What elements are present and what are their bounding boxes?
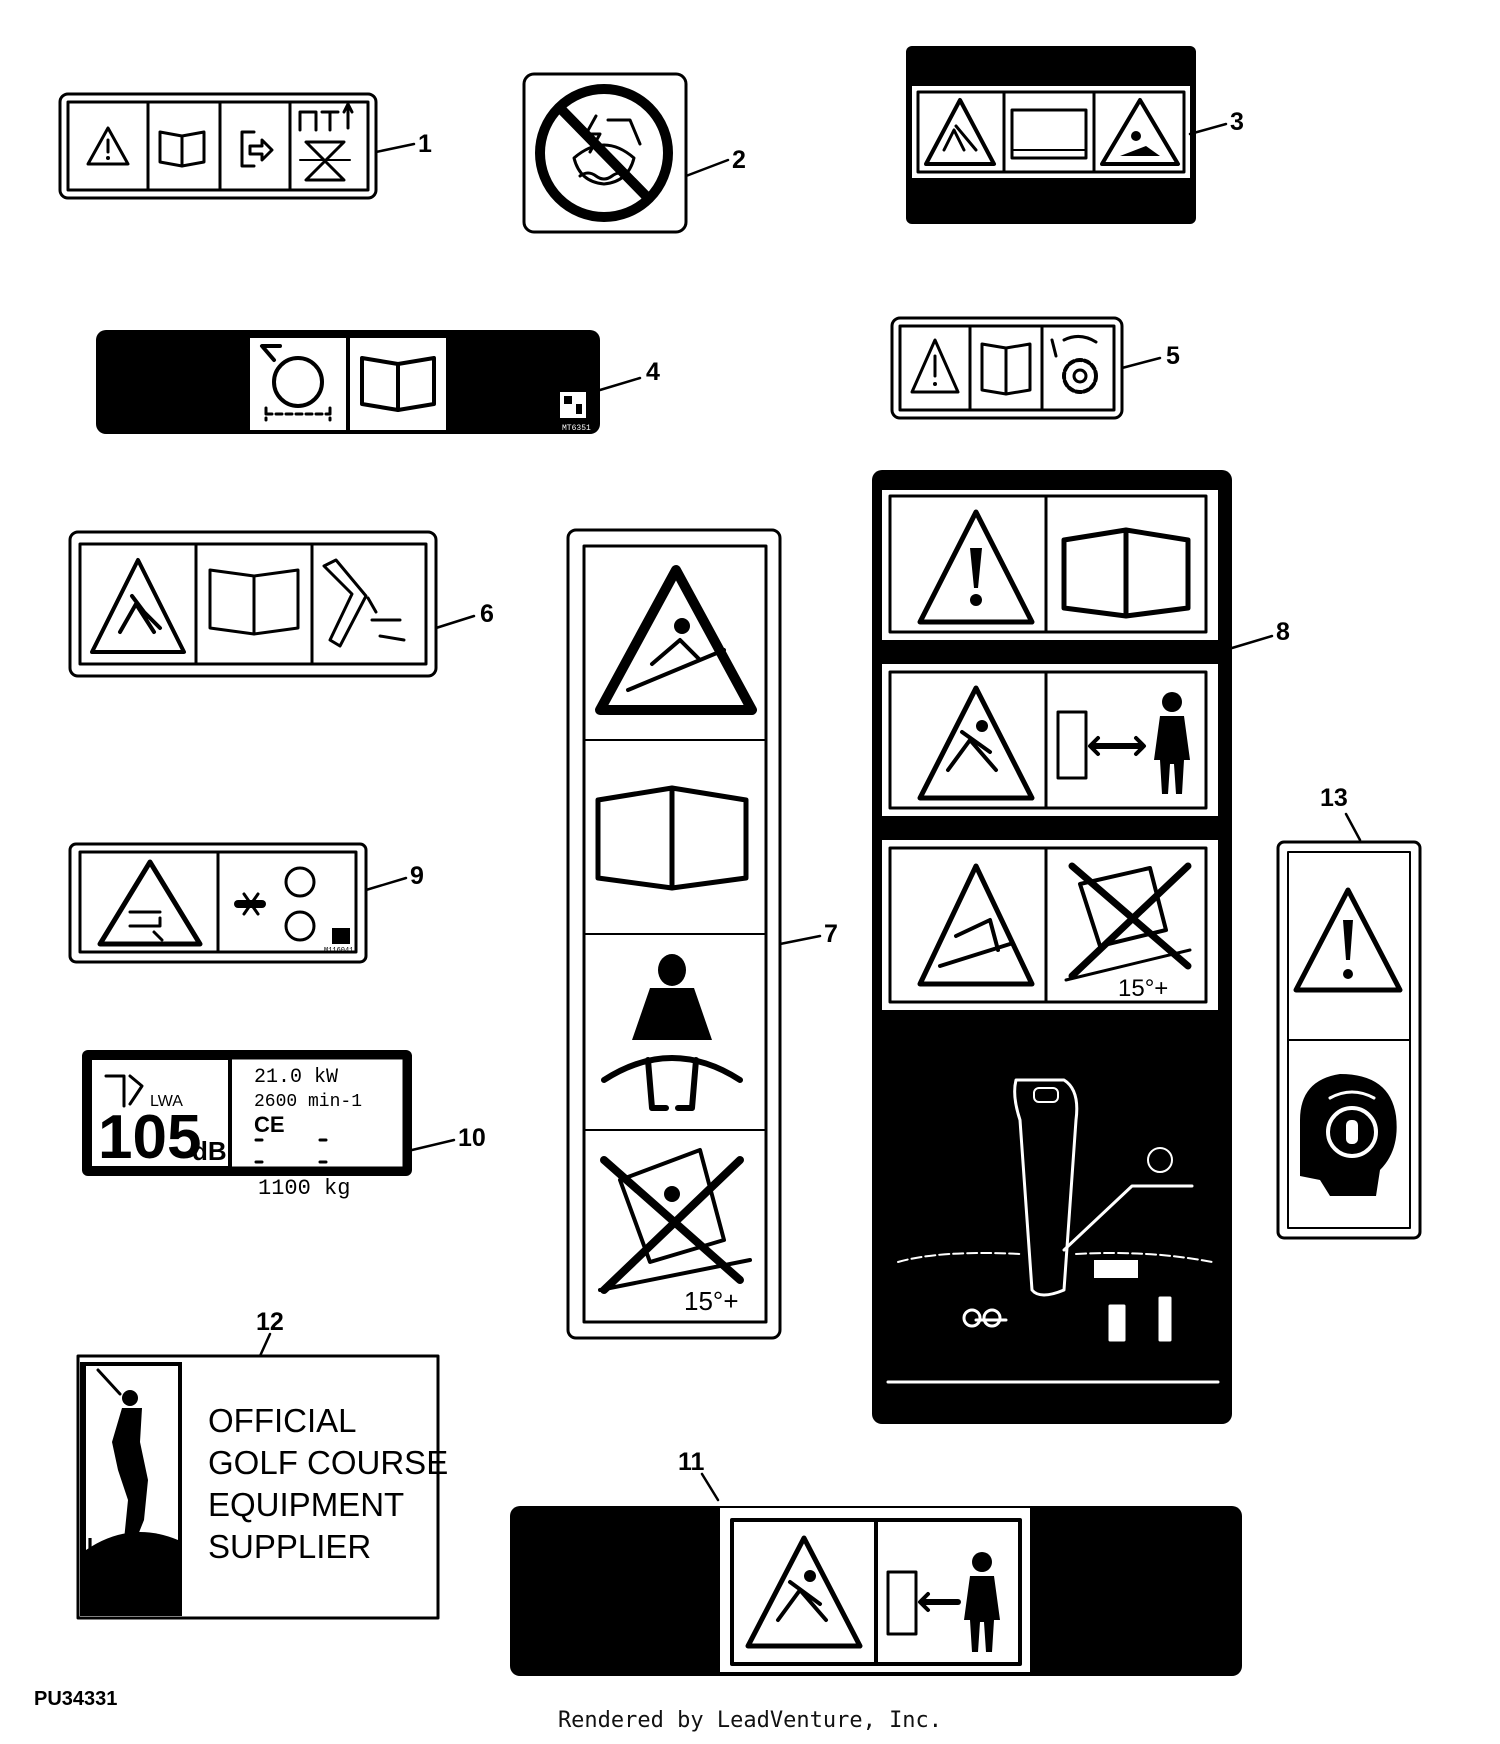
decal-4: MT6351 (96, 330, 642, 434)
decal-12: ladies european tour OFFICIAL GOLF COURS… (76, 1332, 448, 1621)
engine-speed: 2600 min-1 (254, 1092, 362, 1112)
callout-6: 6 (480, 600, 494, 628)
decal-2 (522, 72, 730, 234)
machine-mass: 1100 kg (258, 1176, 350, 1201)
decal-1 (58, 92, 416, 200)
keep-distance-icon (1056, 692, 1190, 794)
keep-distance-icon (886, 1552, 1000, 1652)
rollover-icon: 15°+ (1064, 862, 1192, 1002)
db-value: 105 (98, 1103, 201, 1172)
slope-label-7: 15°+ (684, 1286, 739, 1316)
supplier-line-2: GOLF COURSE (208, 1444, 448, 1481)
pinch-icon (234, 866, 316, 942)
part-number: PU34331 (34, 1688, 118, 1710)
exit-icon (240, 130, 274, 168)
callout-4: 4 (646, 358, 660, 386)
power-rating: 21.0 kW (254, 1066, 338, 1089)
golfer-logo-icon (86, 1368, 178, 1562)
decal-9: M116041 (68, 842, 408, 964)
logo-ladies: ladies (86, 1531, 180, 1572)
operator-manual-icon (595, 785, 749, 891)
operator-manual-icon (360, 356, 436, 412)
db-unit: dB (192, 1136, 227, 1166)
callout-13: 13 (1320, 784, 1348, 812)
rollover-icon (595, 565, 757, 715)
crush-icon (745, 1535, 863, 1649)
logo-tour: tour (86, 1579, 152, 1621)
slope-label-8: 15°+ (1118, 975, 1168, 1002)
supplier-line-4: SUPPLIER (208, 1528, 371, 1565)
footer-credit: Rendered by LeadVenture, Inc. (557, 1708, 943, 1733)
warning-triangle-icon (910, 338, 960, 394)
warning-triangle-icon (1293, 887, 1403, 993)
callout-12: 12 (256, 1308, 284, 1336)
hydraulic-icon (298, 102, 354, 182)
operator-manual-icon (208, 568, 300, 636)
decal-6 (68, 530, 476, 678)
operator-manual-icon (158, 130, 206, 168)
operator-manual-icon (1061, 527, 1191, 619)
ce-mark: CE (254, 1112, 285, 1137)
no-fire-icon (535, 84, 673, 222)
decal-13 (1276, 812, 1422, 1240)
control-lever-icon (897, 1078, 1213, 1342)
crush-icon (917, 685, 1035, 801)
operator-manual-icon (1010, 108, 1088, 160)
decal-7: 15°+ (566, 528, 822, 1340)
supplier-line-1: OFFICIAL (208, 1402, 357, 1439)
noise-icon: LWA (104, 1074, 183, 1110)
rollover-icon: 15°+ (598, 1148, 752, 1316)
callout-2: 2 (732, 146, 746, 174)
decal-11 (510, 1472, 1242, 1676)
decal-10: LWA 105 dB 21.0 kW 2600 min-1 CE 1100 kg (82, 1050, 456, 1201)
callout-8: 8 (1276, 618, 1290, 646)
callout-11: 11 (678, 1448, 705, 1476)
logo-european: european (102, 1567, 165, 1584)
callout-10: 10 (458, 1124, 486, 1152)
crush-icon (97, 859, 203, 947)
callout-3: 3 (1230, 108, 1244, 136)
pinch-icon (322, 558, 406, 648)
seatbelt-icon (601, 954, 743, 1111)
warning-triangle-icon (1100, 98, 1180, 166)
ear-protection-icon (1300, 1074, 1397, 1196)
callout-5: 5 (1166, 342, 1180, 370)
callout-9: 9 (410, 862, 424, 890)
blade-icon (1050, 335, 1098, 394)
warning-triangle-icon (917, 509, 1035, 625)
callout-1: 1 (418, 130, 432, 158)
decal-5 (890, 316, 1162, 420)
rollover-icon (260, 344, 332, 422)
callout-7: 7 (824, 920, 838, 948)
decal-9-code: M116041 (324, 947, 353, 955)
supplier-line-3: EQUIPMENT (208, 1486, 404, 1523)
crush-icon (90, 558, 186, 654)
decal-8: 15°+ (872, 470, 1274, 1424)
warning-triangle-icon (86, 126, 130, 166)
crush-icon (924, 98, 996, 166)
operator-manual-icon (980, 342, 1032, 396)
lwa-label: LWA (150, 1093, 183, 1110)
decal-4-code: MT6351 (562, 424, 591, 433)
decal-3 (906, 46, 1228, 224)
rollover-icon (917, 863, 1035, 987)
